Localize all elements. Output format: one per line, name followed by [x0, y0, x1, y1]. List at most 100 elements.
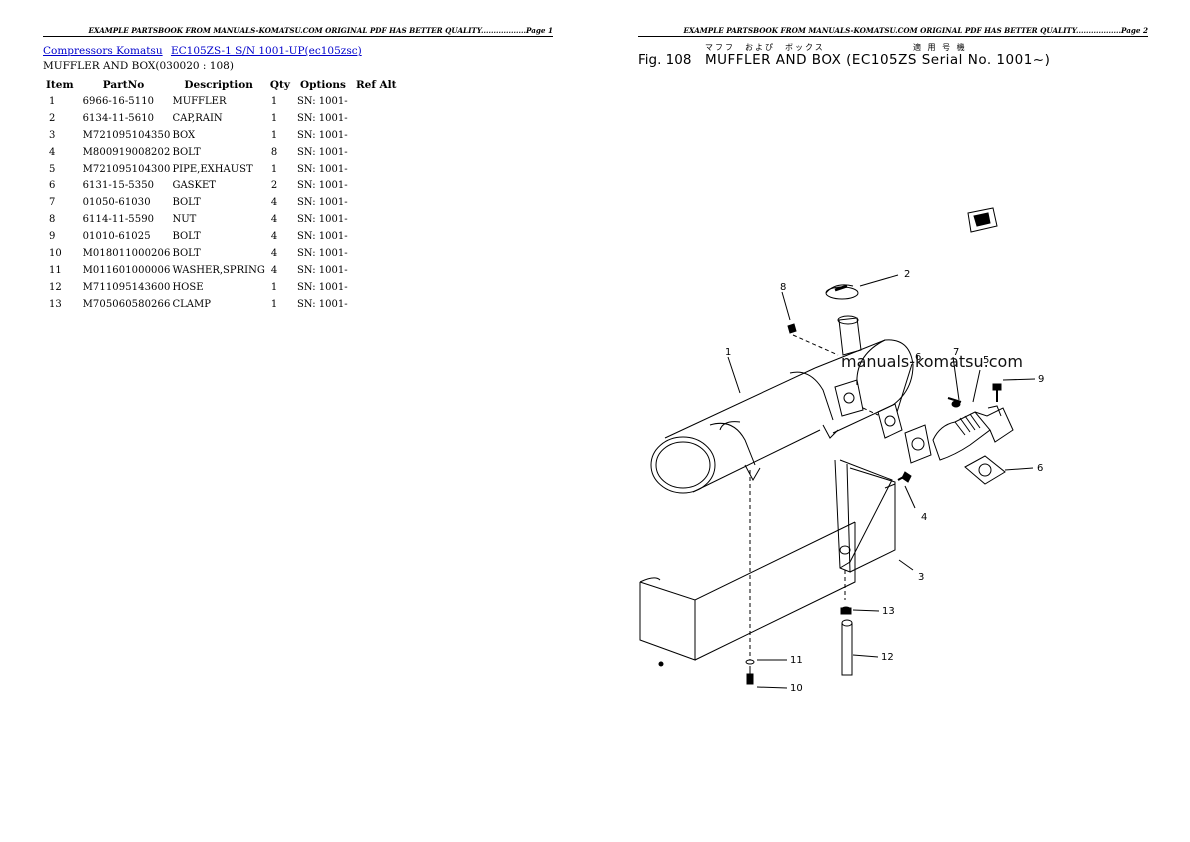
front-direction-icon — [967, 207, 998, 233]
callout-number: 10 — [790, 683, 803, 694]
cell-qty: 4 — [270, 247, 278, 259]
cell-qty: 4 — [270, 231, 278, 243]
callout-number: 6 — [915, 352, 921, 363]
callout-number: 12 — [881, 652, 894, 663]
cell-partno: M721095104350 — [82, 129, 171, 141]
cell-partno: M018011000206 — [82, 247, 171, 259]
cell-description: BOLT — [172, 231, 201, 243]
cell-partno: M705060580266 — [82, 298, 171, 310]
page-subtitle: MUFFLER AND BOX(030020 : 108) — [43, 60, 234, 72]
cell-partno: M011601000006 — [82, 264, 171, 276]
cell-qty: 8 — [270, 146, 278, 158]
cell-partno: 01010-61025 — [82, 231, 151, 243]
cell-item: 11 — [49, 264, 62, 276]
cell-options: SN: 1001- — [296, 247, 348, 259]
cell-description: BOLT — [172, 197, 201, 209]
cell-item: 2 — [49, 112, 56, 124]
cell-qty: 1 — [270, 95, 278, 107]
cell-item: 4 — [49, 146, 56, 158]
cell-description: BOLT — [172, 247, 201, 259]
gasket-lower-drawing — [964, 455, 1006, 485]
right-page: EXAMPLE PARTSBOOK FROM MANUALS-KOMATSU.C… — [595, 0, 1190, 842]
cell-ref-alt — [353, 245, 400, 262]
callout-number: 7 — [953, 347, 959, 358]
cell-ref-alt — [353, 228, 400, 245]
breadcrumb-link-model[interactable]: EC105ZS-1 S/N 1001-UP(ec105zsc) — [170, 45, 362, 57]
cell-ref-alt — [353, 279, 400, 296]
callout-number: 4 — [921, 512, 927, 523]
cell-description: HOSE — [172, 281, 204, 293]
cell-qty: 4 — [270, 264, 278, 276]
col-header-partno: PartNo — [102, 78, 145, 91]
bolt-drawing — [745, 659, 755, 685]
callout-number: 11 — [790, 655, 803, 666]
callout-number: 9 — [1038, 374, 1044, 385]
hose-drawing — [840, 606, 853, 676]
cell-item: 8 — [49, 214, 56, 226]
cell-description: GASKET — [172, 180, 216, 192]
cell-item: 12 — [49, 281, 62, 293]
page-header: EXAMPLE PARTSBOOK FROM MANUALS-KOMATSU.C… — [638, 26, 1148, 37]
cell-item: 3 — [49, 129, 56, 141]
box-drawing — [639, 459, 912, 667]
rain-cap-drawing — [825, 284, 859, 300]
cell-options: SN: 1001- — [296, 95, 348, 107]
callout-number: 2 — [904, 269, 910, 280]
breadcrumb: Compressors Komatsu EC105ZS-1 S/N 1001-U… — [43, 45, 367, 57]
table-header-row: Item PartNo Description Qty Options Ref … — [43, 76, 400, 93]
cell-item: 5 — [49, 163, 56, 175]
cell-description: NUT — [172, 214, 197, 226]
cell-options: SN: 1001- — [296, 146, 348, 158]
callout-number: 5 — [983, 355, 989, 366]
exhaust-pipe-drawing — [932, 383, 1014, 461]
callout-number: 1 — [725, 347, 731, 358]
cell-partno: 6134-11-5610 — [82, 112, 155, 124]
page-header: EXAMPLE PARTSBOOK FROM MANUALS-KOMATSU.C… — [43, 26, 553, 37]
cell-ref-alt — [353, 177, 400, 194]
breadcrumb-link-compressors[interactable]: Compressors Komatsu — [43, 45, 163, 57]
cell-partno: 6114-11-5590 — [82, 214, 155, 226]
callout-number: 8 — [780, 282, 786, 293]
cell-item: 1 — [49, 95, 56, 107]
cell-qty: 1 — [270, 163, 278, 175]
cell-qty: 1 — [270, 281, 278, 293]
cell-description: BOX — [172, 129, 196, 141]
cell-ref-alt — [353, 194, 400, 211]
cell-partno: M800919008202 — [82, 146, 171, 158]
parts-table: Item PartNo Description Qty Options Ref … — [43, 76, 400, 313]
col-header-options: Options — [300, 78, 346, 91]
cell-ref-alt — [353, 127, 400, 144]
muffler-drawing — [650, 315, 914, 494]
cell-description: CLAMP — [172, 298, 211, 310]
cell-qty: 4 — [270, 197, 278, 209]
col-header-description: Description — [184, 78, 253, 91]
figure-title-text: MUFFLER AND BOX (EC105ZS Serial No. 1001… — [705, 52, 1051, 68]
watermark: manuals-komatsu.com — [841, 352, 1023, 371]
cell-description: WASHER,SPRING — [172, 264, 265, 276]
cell-partno: 6131-15-5350 — [82, 180, 155, 192]
left-page: EXAMPLE PARTSBOOK FROM MANUALS-KOMATSU.C… — [43, 26, 553, 313]
cell-item: 7 — [49, 197, 56, 209]
cell-qty: 2 — [270, 180, 278, 192]
cell-options: SN: 1001- — [296, 214, 348, 226]
col-header-ref-alt: Ref Alt — [355, 78, 397, 91]
cell-ref-alt — [353, 93, 400, 110]
callout-number: 6 — [1037, 463, 1043, 474]
cell-options: SN: 1001- — [296, 231, 348, 243]
cell-options: SN: 1001- — [296, 197, 348, 209]
callout-leaders — [727, 274, 1036, 689]
cell-partno: 6966-16-5110 — [82, 95, 155, 107]
cell-description: PIPE,EXHAUST — [172, 163, 253, 175]
cell-options: SN: 1001- — [296, 180, 348, 192]
